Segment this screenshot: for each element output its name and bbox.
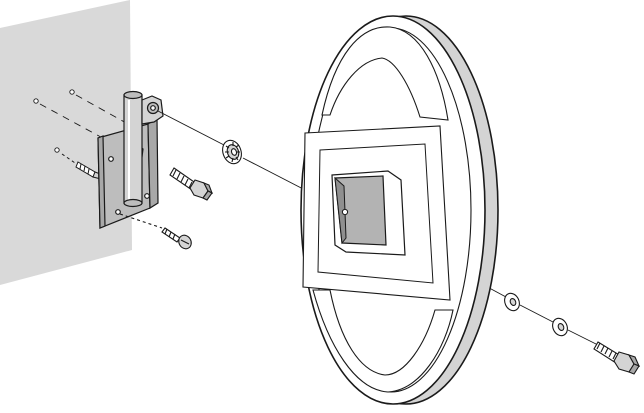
bracket-hole-right — [144, 193, 150, 199]
mirror-top-window — [321, 26, 449, 121]
washer-icon-2 — [552, 317, 568, 337]
bracket-hole-bottom — [115, 209, 121, 215]
bolt-icon-2 — [593, 341, 641, 375]
mirror-socket-side — [334, 176, 347, 245]
bracket-plate-edge — [97, 135, 106, 229]
mirror-socket-hole — [341, 208, 349, 216]
wall-guide-lines — [39, 94, 129, 143]
bolt-icon — [169, 167, 214, 201]
wall-hole-lower — [54, 147, 60, 153]
mirror-icon — [300, 15, 499, 405]
wall-panel — [0, 0, 132, 285]
bracket-plate-side — [147, 116, 159, 210]
screw-icon — [119, 213, 192, 250]
lock-washer-icon — [222, 139, 242, 165]
bracket-hole-top — [108, 156, 114, 162]
wall-hole-upper-left — [33, 98, 39, 104]
wall-hole-upper-right — [69, 89, 75, 95]
swivel-ear — [141, 95, 164, 125]
mounting-tube — [123, 90, 143, 208]
wall-holes — [33, 89, 75, 153]
washer-icon — [504, 292, 520, 312]
mirror-bottom-window — [312, 289, 454, 393]
